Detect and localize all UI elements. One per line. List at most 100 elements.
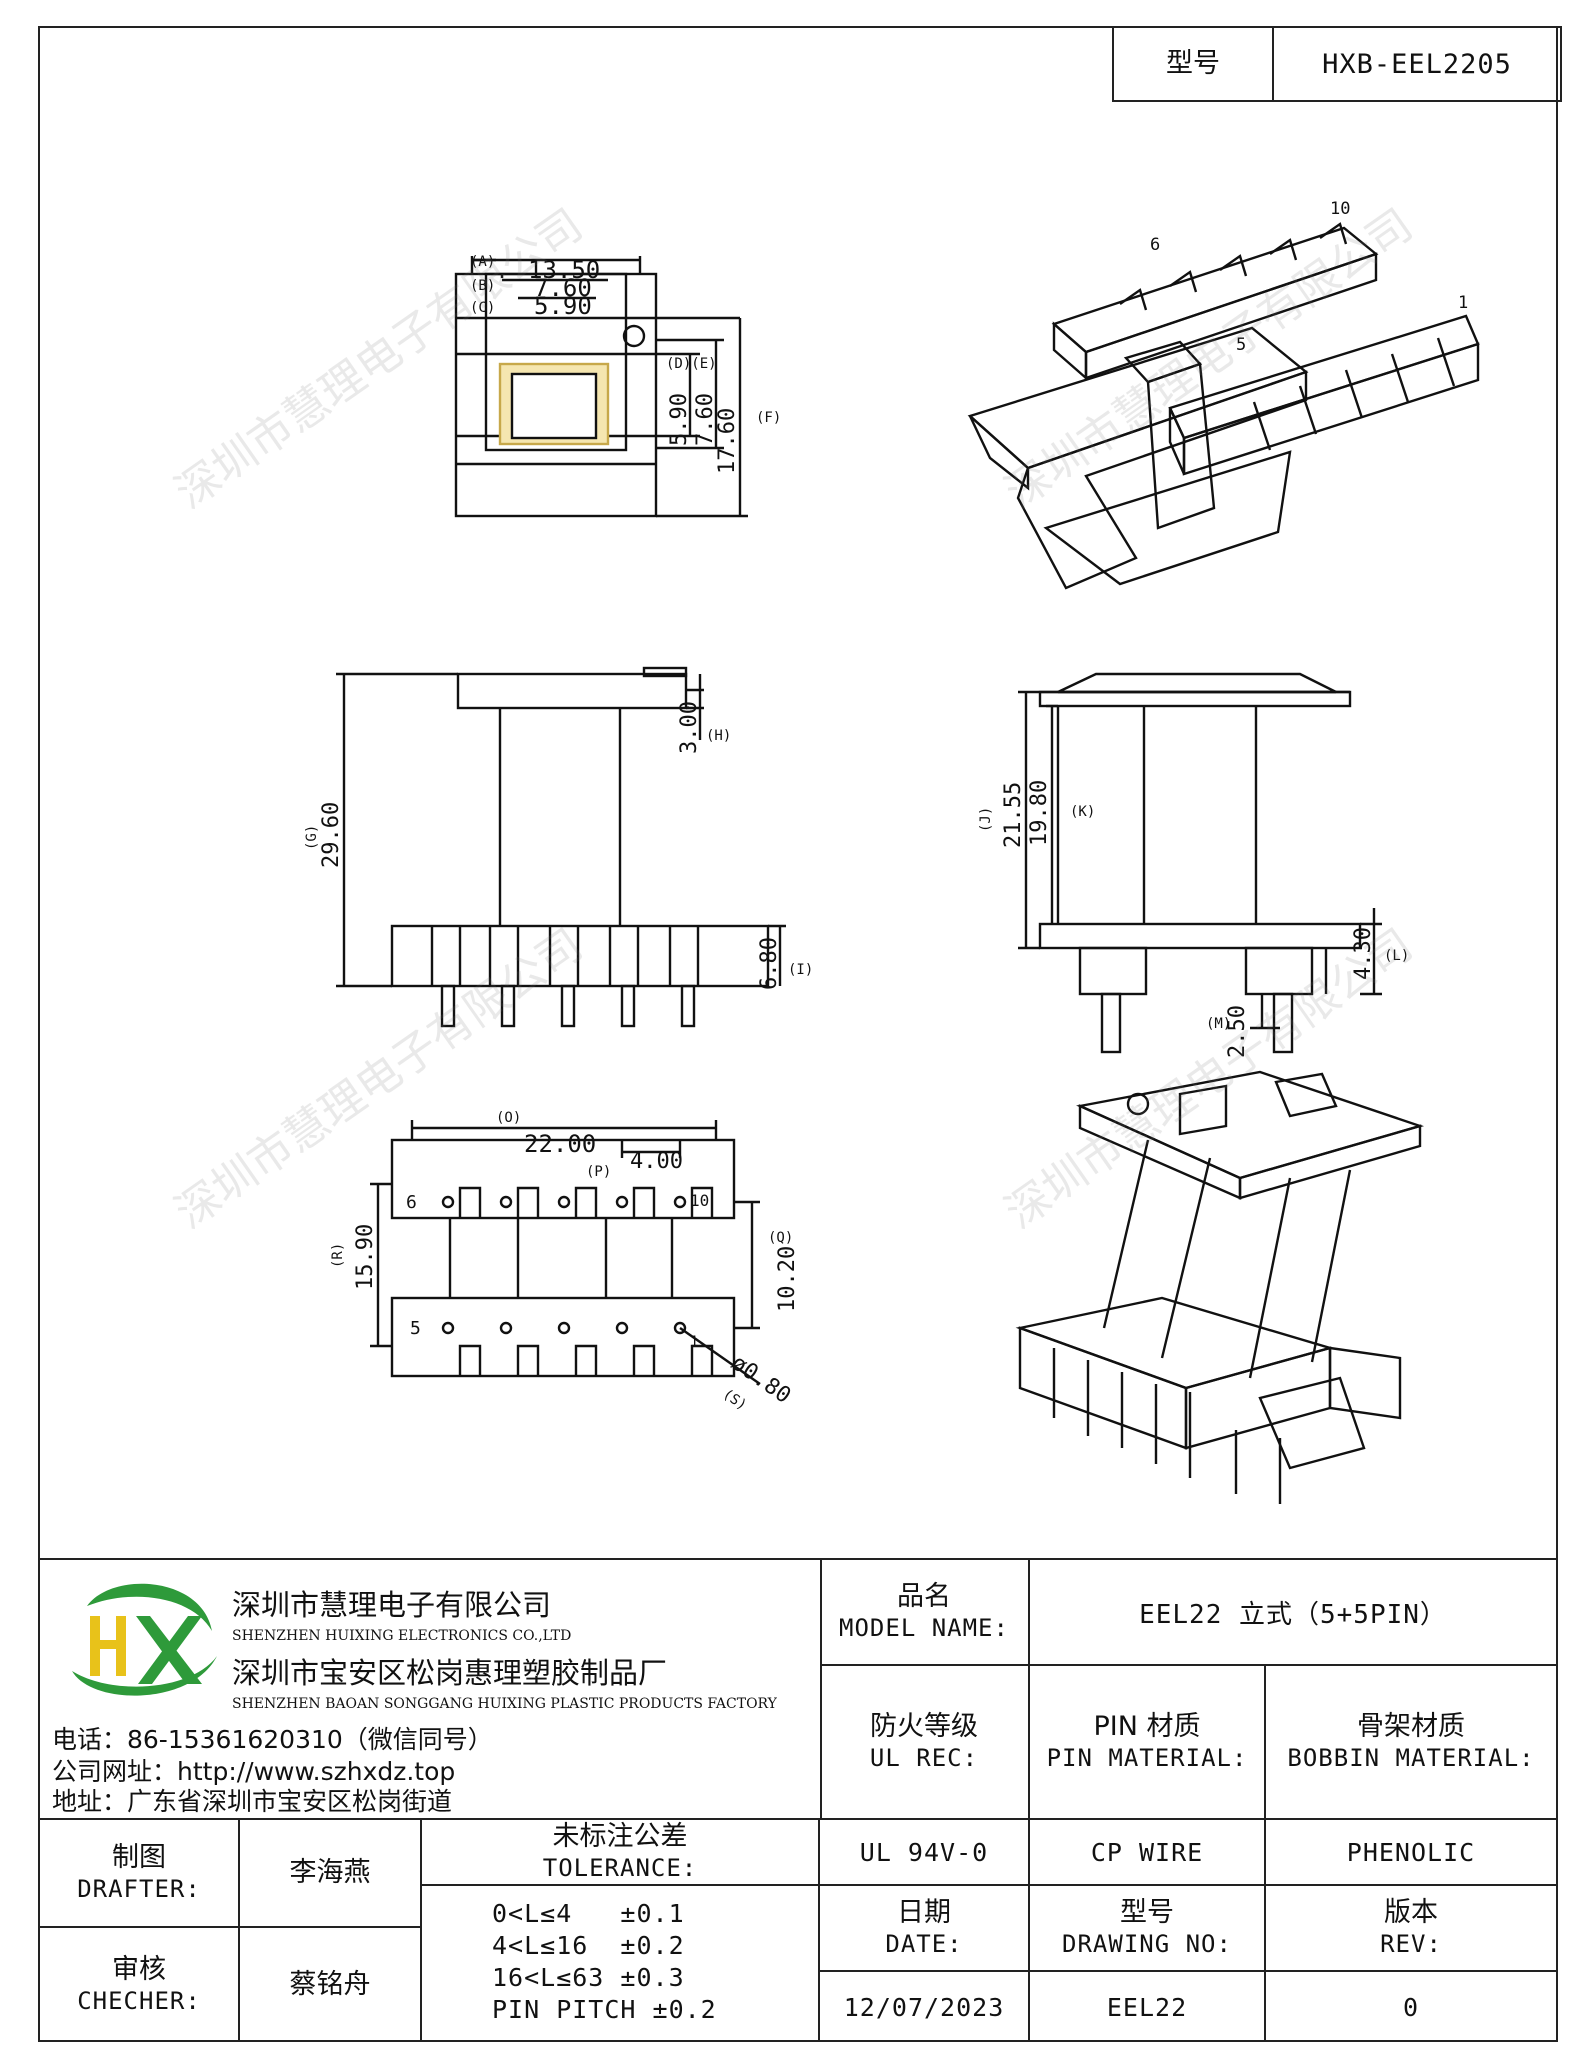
pin-label-1-bottom: 1 [690,1334,698,1350]
iso-bottom-view [1015,1070,1425,1504]
company-phone: 电话：86-15361620310（微信同号） [52,1725,493,1754]
model-name-en: MODEL NAME: [839,1614,1009,1642]
drawing-no-cn: 型号 [1120,1897,1174,1928]
drawing-no-en: DRAWING NO: [1062,1930,1232,1958]
rev-value: 0 [1402,1992,1420,2022]
checker-label-cell: 审核 CHECHER: [40,1928,240,2042]
ul-rec-en: UL REC: [869,1744,979,1772]
pin-material-label-cell: PIN 材质 PIN MATERIAL: [1030,1666,1266,1818]
drafter-cn: 制图 [112,1842,166,1873]
dim-label-c: (C) [470,300,495,316]
dim-label-o: (O) [496,1110,521,1126]
checker-cn: 审核 [112,1954,166,1985]
tolerance-cn: 未标注公差 [552,1821,688,1852]
date-en: DATE: [885,1930,963,1958]
pin-material-cn: PIN 材质 [1093,1711,1201,1742]
dim-label-de: (D)(E) [666,356,717,372]
tolerance-row: 4<L≤16 ±0.2 [492,1931,685,1960]
dim-o-value: 22.00 [524,1130,596,1158]
dim-h-value: 3.00 [677,701,702,754]
pin-material-en: PIN MATERIAL: [1046,1744,1248,1772]
bobbin-material-label-cell: 骨架材质 BOBBIN MATERIAL: [1266,1666,1556,1818]
company-panel: 深圳市慧理电子有限公司 SHENZHEN HUIXING ELECTRONICS… [40,1560,822,1818]
tolerance-table: 0<L≤4 ±0.1 4<L≤16 ±0.2 16<L≤63 ±0.3 PIN … [422,1886,820,2042]
factory-name-cn: 深圳市宝安区松岗惠理塑胶制品厂 [232,1656,668,1690]
pin-label-6-iso: 6 [1150,235,1160,255]
iso-top-view [967,222,1480,590]
pin-label-6-bottom: 6 [406,1192,417,1213]
dim-label-a: (A) [470,254,495,270]
dim-label-p: (P) [586,1164,611,1180]
dim-label-f: (F) [756,410,781,426]
tolerance-row: 0<L≤4 ±0.1 [492,1899,685,1928]
dim-f-value: 17.60 [715,408,740,474]
dim-label-j: (J) [978,807,994,832]
dim-b-value: 7.60 [534,274,592,302]
dim-l-value: 4.30 [1351,927,1376,980]
dim-c-value: 5.90 [534,292,592,320]
date-cn: 日期 [897,1897,951,1928]
dim-p-value: 4.00 [630,1149,683,1174]
dim-label-i: (I) [788,962,813,978]
dim-label-b: (B) [470,278,495,294]
drawing-sheet: 型号 HXB-EEL2205 [38,26,1562,2042]
pin-label-5-bottom: 5 [410,1318,421,1339]
bottom-view [370,1120,761,1385]
company-website: 公司网址：http://www.szhxdz.top [52,1757,456,1786]
tolerance-row: 16<L≤63 ±0.3 [492,1963,685,1992]
drawing-no-label-cell: 型号 DRAWING NO: [1030,1886,1266,1972]
factory-name-en: SHENZHEN BAOAN SONGGANG HUIXING PLASTIC … [232,1696,777,1712]
rev-en: REV: [1380,1930,1442,1958]
pin-label-10-bottom: 10 [690,1191,709,1210]
pin-label-5-iso: 5 [1236,335,1246,355]
side-view [336,666,786,1028]
header-model-value: HXB-EEL2205 [1322,48,1512,80]
dim-q-value: 15.90 [353,1224,378,1290]
title-block: 深圳市慧理电子有限公司 SHENZHEN HUIXING ELECTRONICS… [40,1558,1556,2042]
dim-label-q: (Q) [768,1230,793,1246]
pin-material-value: CP WIRE [1030,1820,1266,1886]
date-label-cell: 日期 DATE: [820,1886,1030,1972]
dim-i-value: 6.80 [757,937,782,990]
bobbin-material-value: PHENOLIC [1266,1820,1556,1886]
ul-rec-value: UL 94V-0 [820,1820,1030,1886]
dim-label-s: (S) [720,1386,750,1414]
end-view [1018,672,1382,1054]
model-name-value-cell: EEL22 立式（5+5PIN） [1030,1560,1556,1666]
rev-cn: 版本 [1384,1897,1438,1928]
top-view [454,256,748,518]
dim-label-k: (K) [1070,804,1095,820]
company-address: 地址：广东省深圳市宝安区松岗街道 [52,1787,453,1816]
lower-grid-border [40,1818,1556,1820]
tolerance-en: TOLERANCE: [542,1854,698,1882]
pin-label-10-iso: 10 [1330,199,1350,219]
tolerance-row: PIN PITCH ±0.2 [492,1995,717,2024]
ul-rec-cn: 防火等级 [870,1711,978,1742]
checker-en: CHECHER: [77,1987,201,2015]
company-name-cn: 深圳市慧理电子有限公司 [232,1588,552,1622]
dim-label-h: (H) [706,728,731,744]
drafter-label-cell: 制图 DRAFTER: [40,1820,240,1928]
technical-drawings: (A) (B) (C) 13.50 7.60 5.90 (D)(E) 5.90 … [304,199,1480,1504]
dim-r-value: 10.20 [775,1246,800,1312]
dim-label-g: (G) [304,825,320,850]
dim-d-value: 5.90 [667,393,692,446]
ul-rec-label-cell: 防火等级 UL REC: [820,1666,1030,1818]
company-logo [72,1583,217,1696]
rev-label-cell: 版本 REV: [1266,1886,1556,1972]
model-name-label-cell: 品名 MODEL NAME: [820,1560,1030,1666]
dim-e-value: 7.60 [693,393,718,446]
header-model-box: 型号 HXB-EEL2205 [1112,26,1562,102]
company-name-en: SHENZHEN HUIXING ELECTRONICS CO.,LTD [232,1628,572,1644]
drawing-no-value: EEL22 [1030,1972,1266,2042]
dim-m-value: 2.50 [1225,1005,1250,1058]
dim-label-m: (M) [1206,1016,1231,1032]
bobbin-material-en: BOBBIN MATERIAL: [1287,1744,1535,1772]
dim-label-r: (R) [330,1243,346,1268]
dim-g-value: 29.60 [319,802,344,868]
header-model-label: 型号 [1114,28,1274,100]
bobbin-material-cn: 骨架材质 [1357,1711,1465,1742]
dim-label-l: (L) [1384,948,1409,964]
checker-value: 蔡铭舟 [240,1928,422,2042]
model-name-value: EEL22 立式（5+5PIN） [1139,1599,1447,1630]
